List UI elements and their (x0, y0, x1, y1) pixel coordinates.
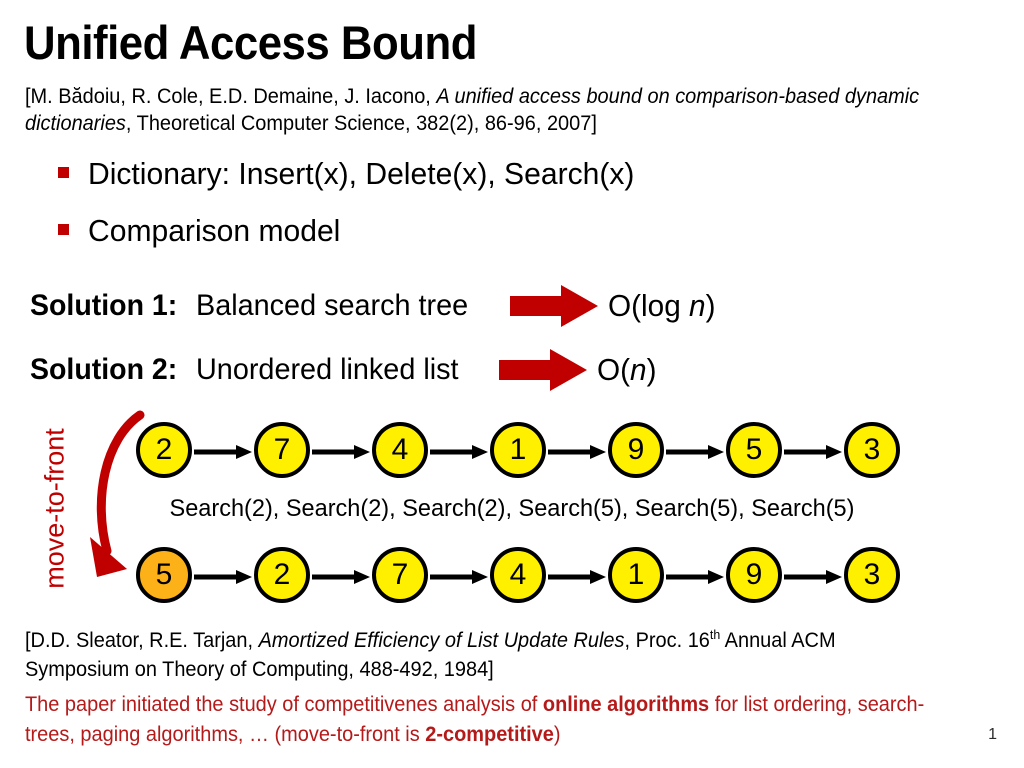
list-link-arrow-icon (194, 445, 252, 459)
list-link-arrow-icon (666, 570, 724, 584)
page-number: 1 (988, 726, 997, 743)
bullet-item-dictionary: Dictionary: Insert(x), Delete(x), Search… (58, 158, 651, 189)
list-node-before-5: 5 (726, 422, 782, 478)
list-node-before-6: 3 (844, 422, 900, 478)
solution-label: Solution 1: (30, 289, 178, 322)
citation-bottom-paper-title: Amortized Efficiency of List Update Rule… (258, 629, 625, 652)
solution-complexity: O(log n) (608, 288, 716, 324)
note-part-2: for list ordering, search-trees, paging … (25, 693, 925, 746)
page-title: Unified Access Bound (24, 16, 477, 69)
bullet-square-icon (58, 167, 69, 178)
list-row-after: 5 2 7 4 1 9 3 (0, 547, 1024, 609)
list-row-before: 2 7 4 1 9 5 3 (0, 422, 1024, 484)
list-link-arrow-icon (666, 445, 724, 459)
complexity-suffix: ) (705, 288, 716, 323)
list-node-after-2: 7 (372, 547, 428, 603)
list-node-after-3: 4 (490, 547, 546, 603)
complexity-variable: n (630, 352, 648, 387)
list-node-before-2: 4 (372, 422, 428, 478)
list-link-arrow-icon (430, 570, 488, 584)
bullet-item-label: Dictionary: Insert(x), Delete(x), Search… (88, 156, 635, 191)
citation-top-prefix: [M. Bădoiu, R. Cole, E.D. Demaine, J. Ia… (25, 85, 437, 108)
complexity-prefix: O(log (607, 288, 689, 323)
citation-bottom-mid: , Proc. 16 (624, 629, 710, 652)
list-link-arrow-icon (430, 445, 488, 459)
complexity-variable: n (688, 288, 706, 323)
list-node-after-6: 3 (844, 547, 900, 603)
complexity-suffix: ) (647, 352, 658, 387)
solution-row-1: Solution 1: Balanced search tree O(log n… (30, 283, 720, 329)
solution-label: Solution 2: (30, 353, 178, 386)
list-node-after-1: 2 (254, 547, 310, 603)
citation-top-paper-title: A unified access bound on comparison-bas… (25, 85, 920, 135)
list-link-arrow-icon (548, 570, 606, 584)
solution-description: Unordered linked list (195, 353, 459, 386)
list-link-arrow-icon (784, 570, 842, 584)
commentary-note: The paper initiated the study of competi… (25, 690, 942, 750)
move-to-front-curved-arrow-icon (85, 401, 165, 596)
list-node-before-0: 2 (136, 422, 192, 478)
citation-bottom-prefix: [D.D. Sleator, R.E. Tarjan, (25, 629, 259, 652)
complexity-prefix: O( (597, 352, 631, 387)
list-node-before-4: 9 (608, 422, 664, 478)
list-node-after-0: 5 (136, 547, 192, 603)
right-block-arrow-icon (508, 283, 600, 329)
citation-top-suffix: , Theoretical Computer Science, 382(2), … (125, 111, 597, 135)
solution-row-2: Solution 2: Unordered linked list O(n) (30, 347, 659, 393)
citation-bottom-ordinal: th (709, 627, 721, 642)
list-link-arrow-icon (548, 445, 606, 459)
list-node-before-3: 1 (490, 422, 546, 478)
list-link-arrow-icon (312, 570, 370, 584)
bullet-item-comparison-model: Comparison model (58, 215, 348, 246)
bullet-square-icon (58, 224, 69, 235)
citation-bottom-suffix: Annual ACM Symposium on Theory of Comput… (25, 629, 836, 681)
note-bold-online-algorithms: online algorithms (542, 693, 710, 716)
list-node-after-4: 1 (608, 547, 664, 603)
solution-description: Balanced search tree (195, 289, 469, 322)
right-block-arrow-icon (497, 347, 589, 393)
list-node-after-5: 9 (726, 547, 782, 603)
note-part-1: The paper initiated the study of competi… (25, 693, 543, 716)
solution-complexity: O(n) (597, 352, 657, 388)
list-node-before-1: 7 (254, 422, 310, 478)
citation-bottom: [D.D. Sleator, R.E. Tarjan, Amortized Ef… (25, 626, 942, 685)
note-bold-2-competitive: 2-competitive (425, 722, 554, 746)
list-link-arrow-icon (784, 445, 842, 459)
list-link-arrow-icon (194, 570, 252, 584)
list-link-arrow-icon (312, 445, 370, 459)
note-part-3: ) (553, 722, 561, 746)
bullet-item-label: Comparison model (88, 213, 341, 248)
citation-top: [M. Bădoiu, R. Cole, E.D. Demaine, J. Ia… (25, 84, 937, 138)
search-sequence-label: Search(2), Search(2), Search(2), Search(… (169, 495, 855, 522)
